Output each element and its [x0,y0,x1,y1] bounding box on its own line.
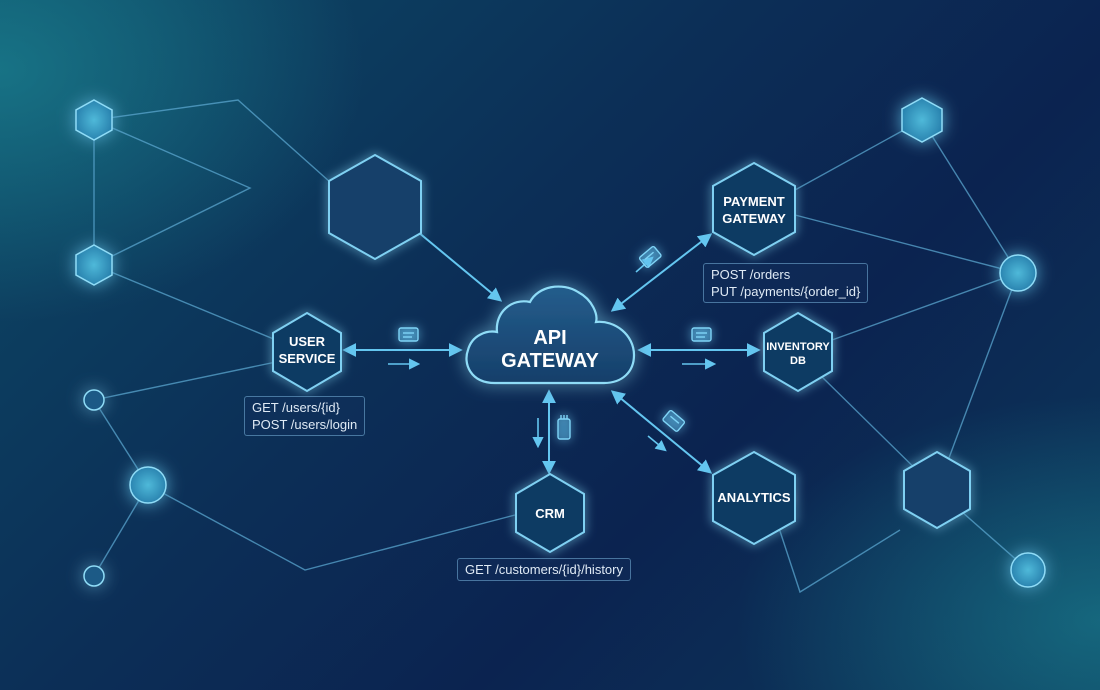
network-line [147,484,516,571]
user-service-label-line2: SERVICE [279,351,336,366]
endpoint-label: GET /customers/{id}/history [465,562,623,577]
payment-gateway-endpoints: POST /orders PUT /payments/{order_id} [703,263,869,303]
network-line [921,119,1019,274]
payment-gateway-label-line2: GATEWAY [722,211,786,226]
payment-gateway-label-line1: PAYMENT [723,194,784,209]
api-gateway-node[interactable]: API GATEWAY [465,285,636,385]
hexagon-node-icon [901,97,943,143]
data-packet-icon [398,327,419,342]
user-service-label-line1: USER [289,334,326,349]
hexagon-node-icon [75,99,113,141]
crm-node[interactable]: CRM [515,472,585,554]
crm-endpoints: GET /customers/{id}/history [457,558,631,581]
network-line [93,264,277,341]
connection-arrow [417,231,503,302]
endpoint-label: POST /orders [711,267,791,282]
analytics-node[interactable]: ANALYTICS [712,450,796,546]
user-service-endpoints: GET /users/{id} POST /users/login [244,396,366,436]
circle-node-icon [1010,552,1046,588]
data-packets [398,245,712,440]
flow-indicator [647,435,667,452]
network-line [794,119,923,191]
network-line [93,361,277,401]
hexagon-node-icon [75,244,113,286]
user-service-node[interactable]: USER SERVICE [272,311,342,393]
network-line [936,272,1019,491]
endpoint-label: GET /users/{id} [252,400,340,415]
connections [342,231,761,475]
circle-node-icon [999,254,1037,292]
inventory-db-label-line1: INVENTORY [766,341,830,353]
circle-node-icon [129,466,167,504]
inventory-db-label-line2: DB [790,355,806,367]
api-gateway-label-line2: GATEWAY [501,350,599,372]
payment-gateway-node[interactable]: PAYMENT GATEWAY [712,161,796,257]
endpoint-label: POST /users/login [252,417,358,432]
cloud-icon [465,285,636,385]
data-packet-icon [638,245,662,268]
network-line [93,119,252,266]
data-packet-icon [662,409,686,432]
api-gateway-label-line1: API [533,327,566,349]
analytics-label: ANALYTICS [717,490,791,505]
inventory-db-node[interactable]: INVENTORY DB [763,311,833,393]
network-line [794,214,1019,274]
endpoint-label: PUT /payments/{order_id} [711,284,861,299]
hexagon-node-icon [903,450,971,530]
empty-nodes [328,153,971,530]
data-packet-icon [557,415,571,440]
connection-arrow [610,233,713,312]
circle-node-icon [83,389,105,411]
peripheral-nodes [75,97,1046,588]
circle-node-icon [83,565,105,587]
network-line [93,99,331,183]
hexagon-node-icon [328,153,422,261]
network-line [777,524,901,594]
crm-label: CRM [535,506,565,521]
data-packet-icon [691,327,712,342]
connection-arrow [610,390,713,474]
network-line [831,272,1019,341]
